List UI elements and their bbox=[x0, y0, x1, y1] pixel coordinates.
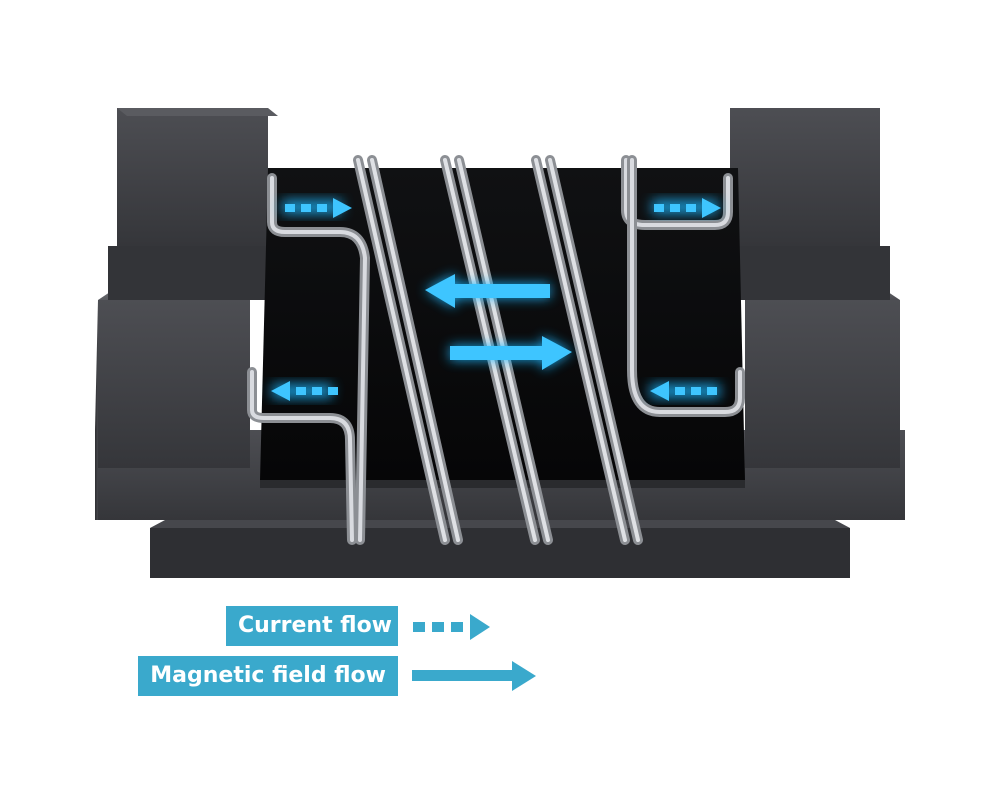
core-left-ledge bbox=[108, 246, 268, 300]
winding-1 bbox=[353, 155, 463, 545]
core-left-lower bbox=[98, 300, 250, 468]
core-left-upper-top bbox=[117, 108, 278, 116]
legend-label-current-flow: Current flow bbox=[226, 606, 398, 646]
coil-windings bbox=[247, 155, 745, 545]
legend-symbol-current bbox=[413, 614, 490, 640]
core-left-upper bbox=[117, 108, 268, 246]
current-arrow-bottom-left bbox=[271, 381, 338, 401]
current-arrow-top-left bbox=[282, 198, 352, 218]
winding-terminal-left-lower bbox=[247, 367, 357, 545]
current-arrow-top-right bbox=[652, 198, 721, 218]
winding-terminal-left-upper bbox=[267, 173, 371, 545]
current-arrow-bottom-right bbox=[650, 381, 720, 401]
legend-symbol-magnetic bbox=[412, 661, 536, 691]
legend-label-magnetic-field-flow: Magnetic field flow bbox=[138, 656, 398, 696]
core-base-top bbox=[150, 520, 850, 528]
current-flow-arrows bbox=[271, 198, 721, 401]
core-right-upper bbox=[730, 108, 880, 246]
winding-3 bbox=[531, 155, 643, 545]
winding-terminal-right-lower bbox=[627, 155, 745, 417]
magnetic-arrow-left bbox=[425, 274, 550, 308]
core-right-lower bbox=[745, 300, 900, 468]
core-left-side bbox=[95, 300, 98, 520]
magnetic-field-arrows bbox=[425, 274, 572, 370]
core-base bbox=[150, 528, 850, 578]
core-right-ledge bbox=[730, 246, 890, 300]
magnetic-arrow-right bbox=[450, 336, 572, 370]
chip-edge bbox=[260, 480, 745, 488]
